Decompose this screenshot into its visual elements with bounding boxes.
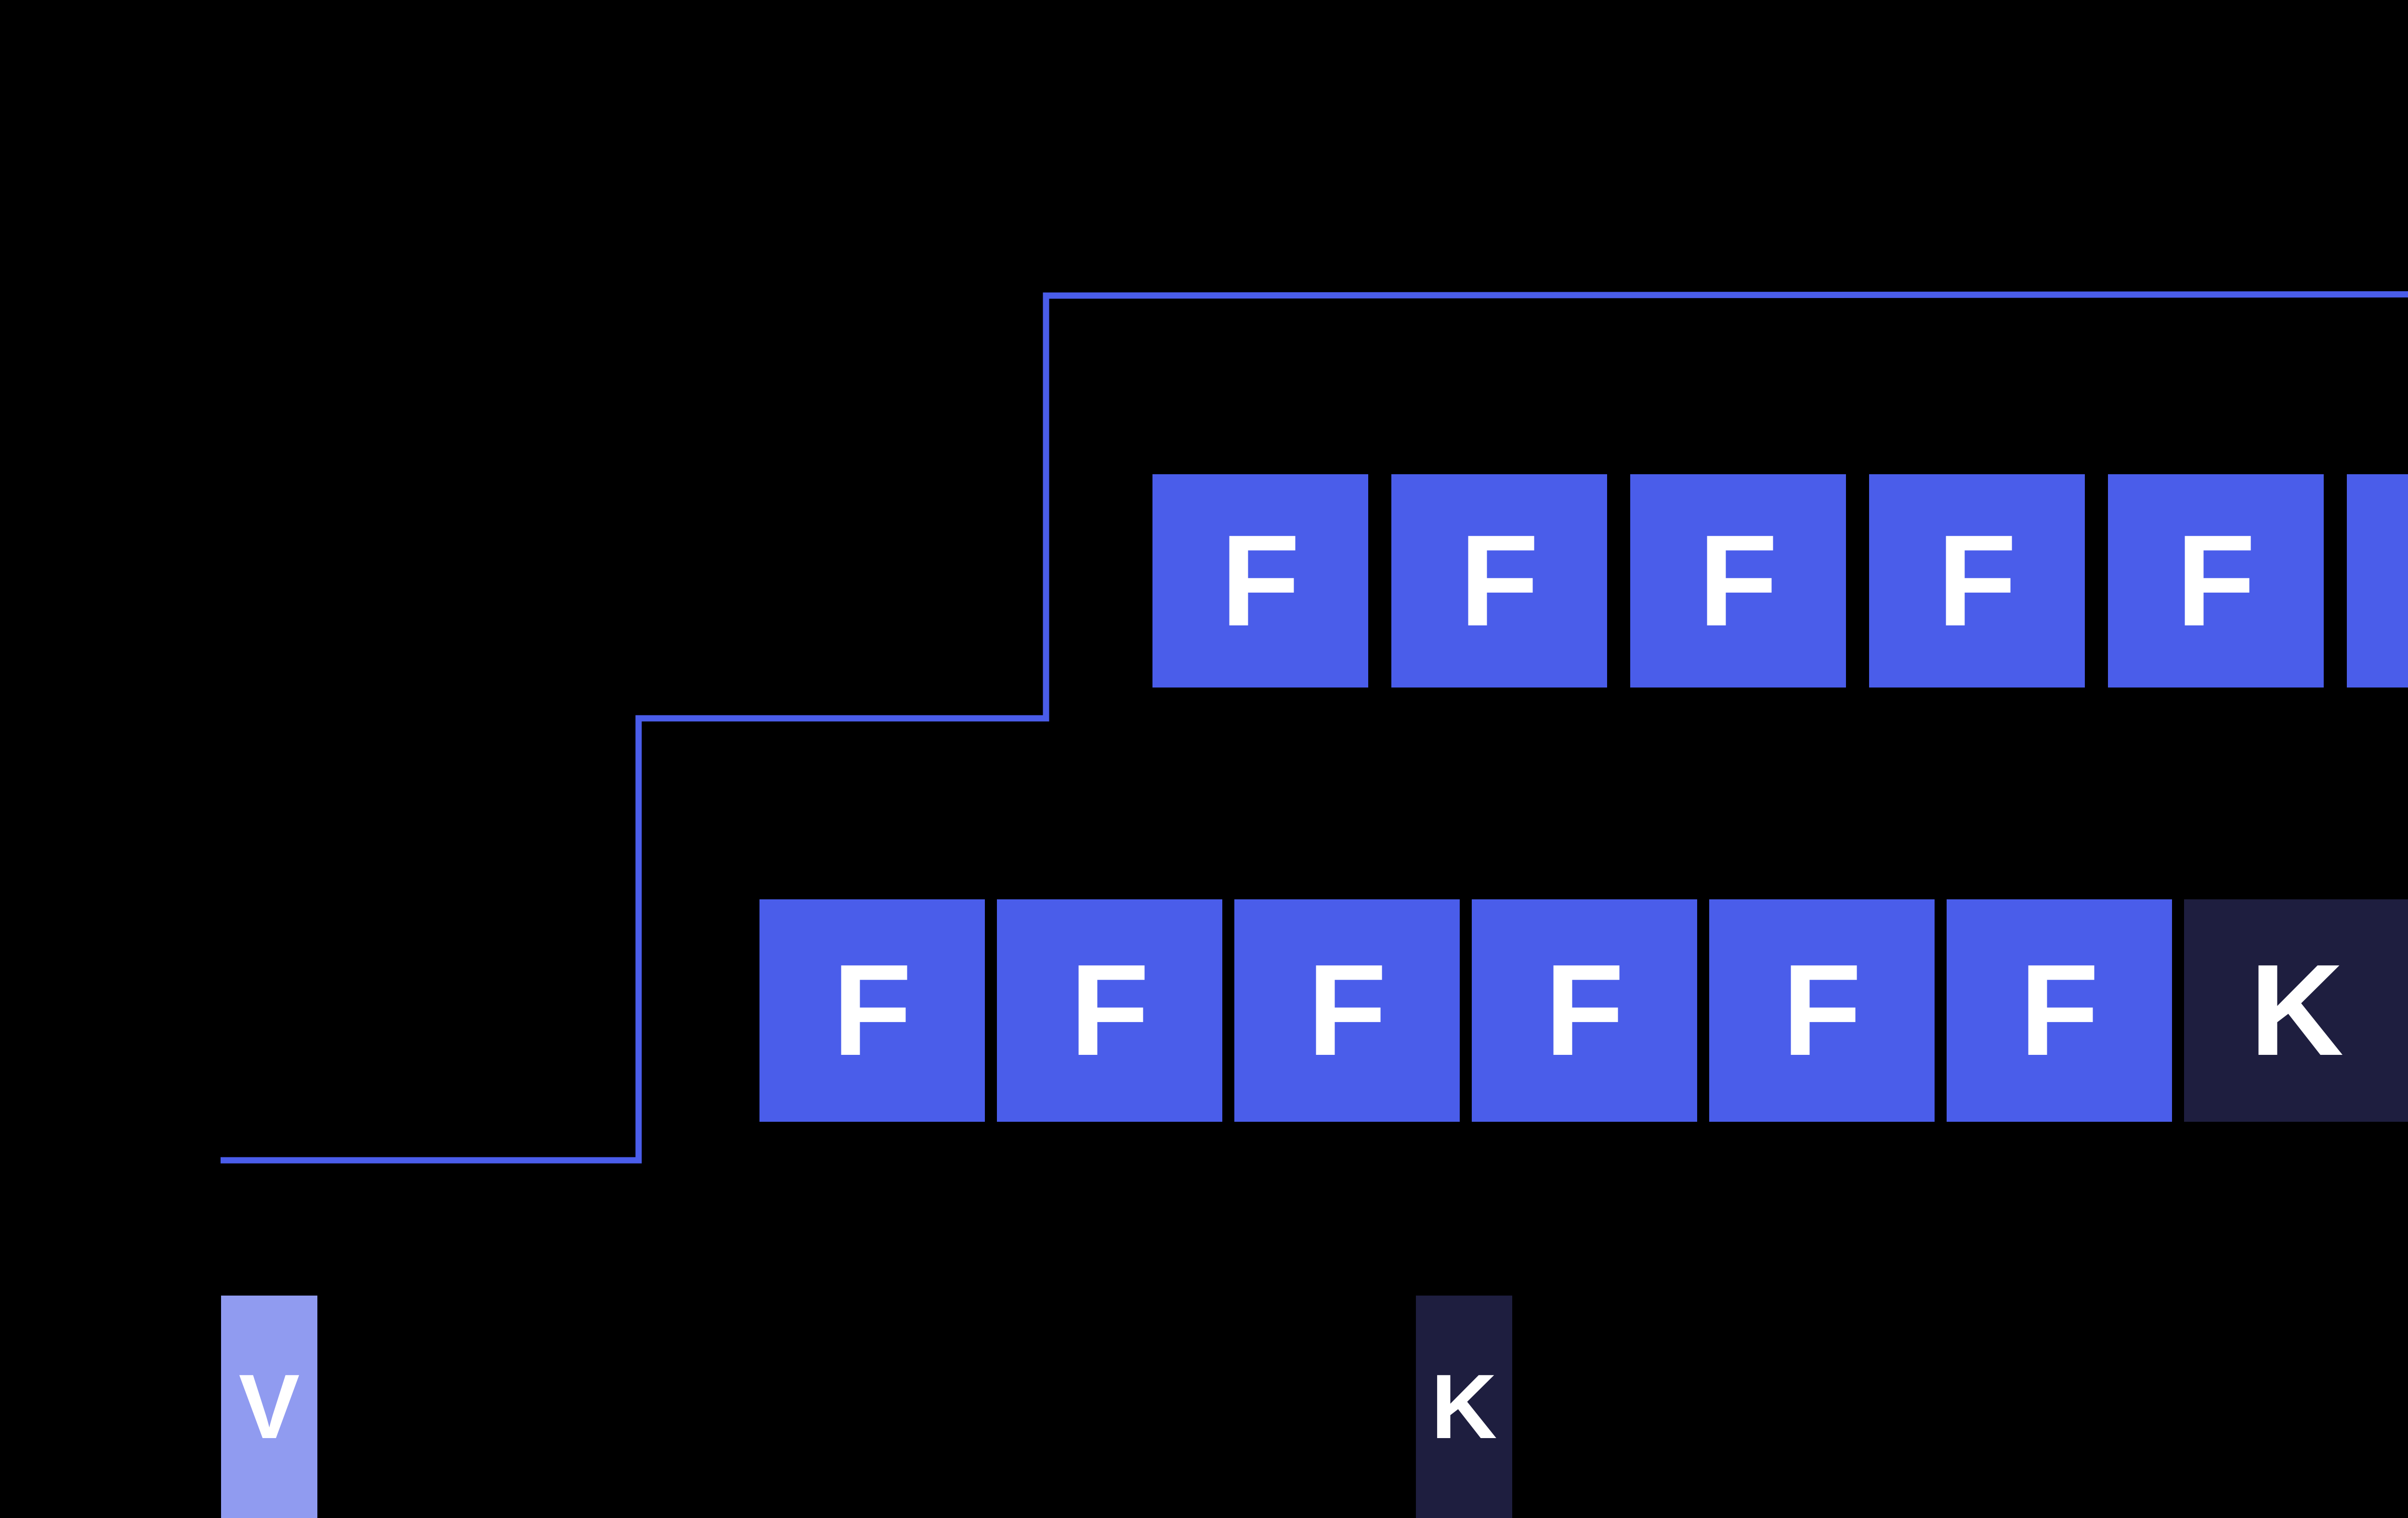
top-row-tile[interactable]: F [1869,474,2085,688]
bottom-tile-v[interactable]: V [221,1296,317,1518]
bottom-tile-k-label: K [1431,1356,1497,1458]
middle-row-tile-label: F [832,938,912,1083]
middle-row-tile-label: F [2019,938,2099,1083]
middle-row-tile-label: F [1070,938,1150,1083]
middle-row-tile[interactable]: F [1234,899,1460,1122]
middle-row-tile[interactable]: F [1709,899,1935,1122]
top-row-tile[interactable]: F [2108,474,2324,688]
top-row-tile-label: F [1220,508,1300,653]
middle-row-tile[interactable]: F [1947,899,2172,1122]
middle-row-tile-label: F [1544,938,1624,1083]
middle-row-tile-label: K [2250,938,2344,1083]
bottom-tile-v-label: V [238,1356,300,1458]
middle-tile-row: FFFFFFKKK [759,899,2408,1122]
top-row-tile[interactable]: F [1152,474,1368,688]
top-row-tile-label: F [1459,508,1539,653]
bottom-tile-k[interactable]: K [1416,1296,1512,1518]
middle-row-tile[interactable]: F [759,899,985,1122]
middle-row-tile[interactable]: F [1472,899,1697,1122]
middle-row-tile-label: F [1782,938,1862,1083]
top-row-tile-label: F [1698,508,1778,653]
middle-row-tile[interactable]: K [2184,899,2408,1122]
top-row-tile-label: F [1937,508,2017,653]
top-row-tile[interactable]: F [2347,474,2408,688]
top-row-tile[interactable]: F [1391,474,1607,688]
middle-row-tile[interactable]: F [997,899,1222,1122]
middle-row-tile-label: F [1307,938,1387,1083]
top-row-tile-label: F [2176,508,2256,653]
top-row-tile[interactable]: F [1630,474,1846,688]
